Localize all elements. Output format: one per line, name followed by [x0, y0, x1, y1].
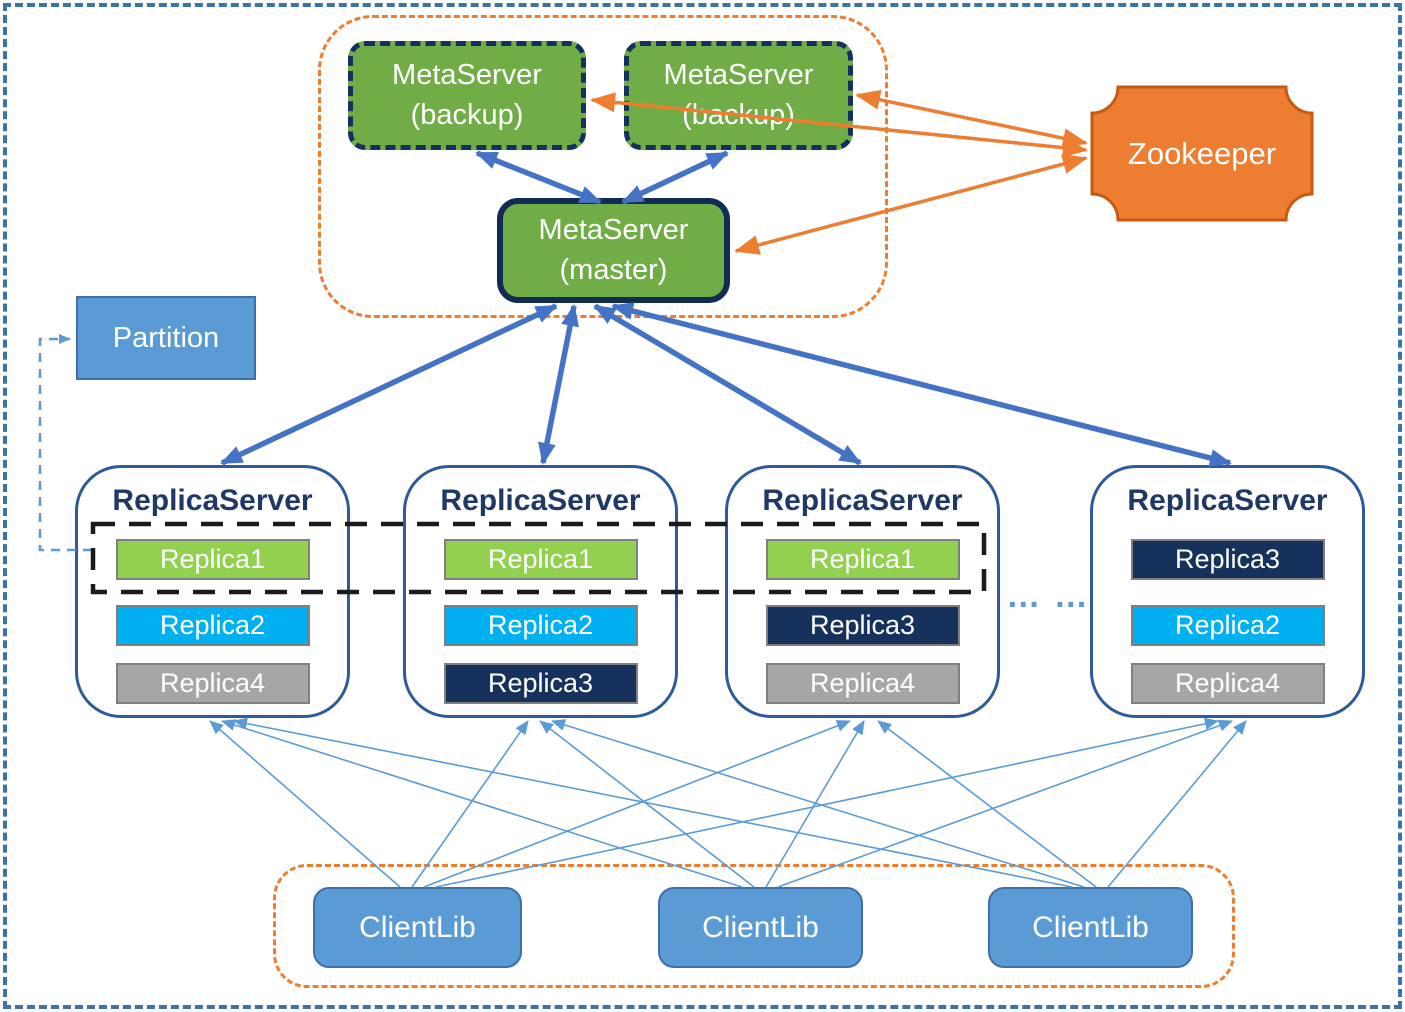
- replica-server-3-title: ReplicaServer: [762, 484, 963, 517]
- replica-chip: Replica1: [115, 539, 310, 580]
- replica-chip: Replica3: [1130, 539, 1325, 580]
- replica-server-4-title: ReplicaServer: [1127, 484, 1328, 517]
- replica-chip: Replica2: [1130, 605, 1325, 646]
- zookeeper-plaque-shape: [1090, 85, 1314, 222]
- replica-chip: Replica1: [443, 539, 638, 580]
- clientlib-3-label: ClientLib: [1032, 910, 1149, 944]
- partition-label: Partition: [112, 321, 220, 354]
- clientlib-1-label: ClientLib: [359, 910, 476, 944]
- zookeeper-box: Zookeeper: [1090, 85, 1314, 222]
- replica-chip: Replica4: [1130, 663, 1325, 704]
- metaserver-master-line1: MetaServer: [538, 214, 689, 247]
- zookeeper-label: Zookeeper: [1127, 135, 1277, 171]
- metaserver-backup-1: MetaServer (backup): [348, 41, 586, 150]
- metaserver-backup-1-line1: MetaServer: [392, 59, 542, 92]
- replica-chip: Replica4: [765, 663, 960, 704]
- clientlib-1: ClientLib: [313, 887, 522, 968]
- replica-server-2: ReplicaServer Replica1 Replica2 Replica3: [403, 465, 678, 718]
- replica-chip: Replica2: [443, 605, 638, 646]
- metaserver-backup-2: MetaServer (backup): [624, 41, 853, 150]
- page-border: [3, 3, 1402, 1009]
- replica-chip: Replica3: [443, 663, 638, 704]
- replica-server-4: ReplicaServer Replica3 Replica2 Replica4: [1090, 465, 1365, 718]
- replica-chip: Replica1: [765, 539, 960, 580]
- replica-chip: Replica2: [115, 605, 310, 646]
- clientlib-3: ClientLib: [988, 887, 1193, 968]
- metaserver-master: MetaServer (master): [497, 198, 730, 303]
- clientlib-2: ClientLib: [658, 887, 863, 968]
- metaserver-master-line2: (master): [559, 253, 668, 286]
- replica-server-2-title: ReplicaServer: [440, 484, 641, 517]
- replica-server-3: ReplicaServer Replica1 Replica3 Replica4: [725, 465, 1000, 718]
- metaserver-backup-2-line2: (backup): [682, 98, 795, 131]
- partition-box: Partition: [76, 296, 256, 380]
- clientlib-2-label: ClientLib: [702, 910, 819, 944]
- replica-chip: Replica3: [765, 605, 960, 646]
- replica-chip: Replica4: [115, 663, 310, 704]
- more-servers-ellipsis: … …: [1006, 577, 1090, 615]
- metaserver-backup-1-line2: (backup): [410, 98, 524, 131]
- replica-server-1-title: ReplicaServer: [112, 484, 313, 517]
- metaserver-backup-2-line1: MetaServer: [663, 59, 814, 92]
- replica-server-1: ReplicaServer Replica1 Replica2 Replica4: [75, 465, 350, 718]
